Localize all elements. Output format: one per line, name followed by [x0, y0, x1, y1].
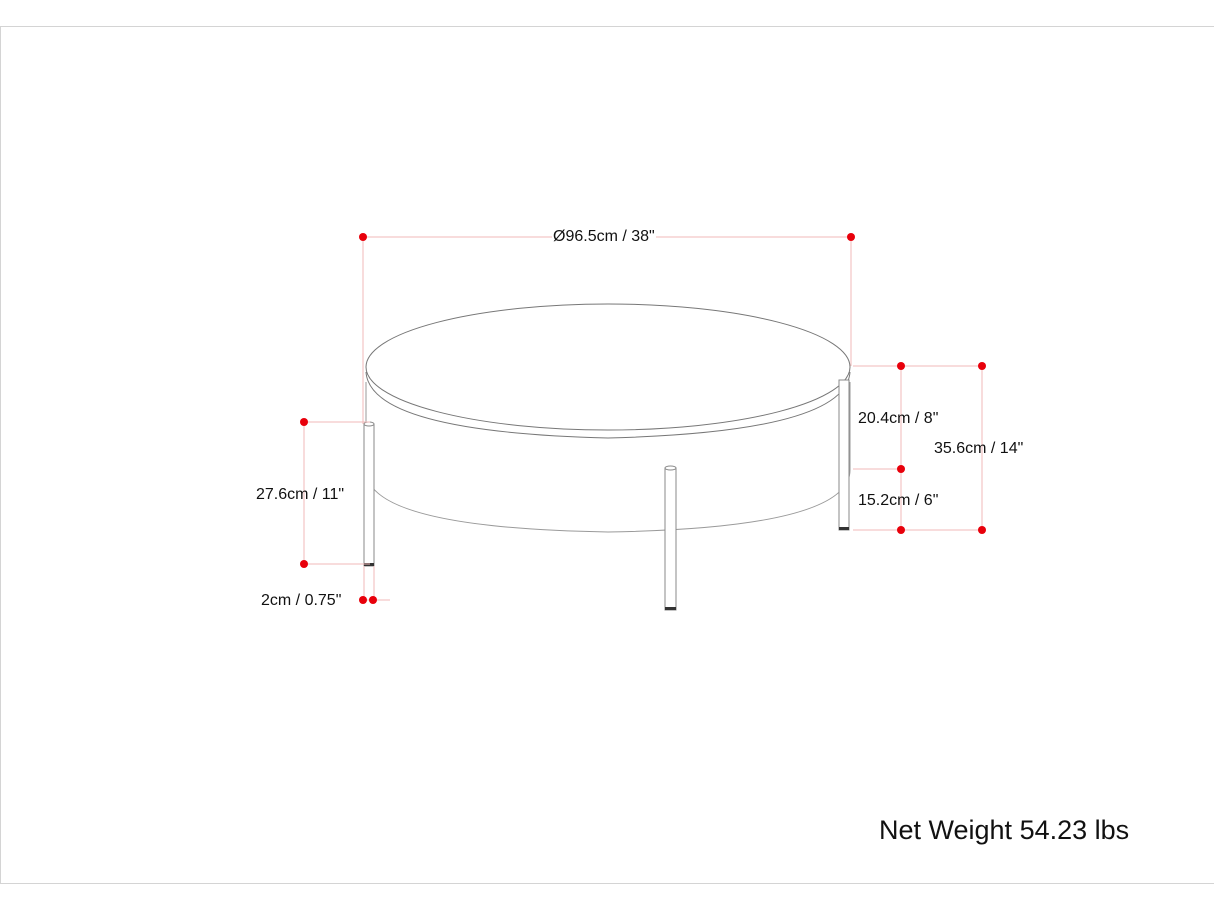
- dimension-points: [300, 233, 986, 604]
- leg-front-center: [664, 467, 677, 611]
- leg-back-left: [363, 423, 375, 567]
- leg-height-label: 27.6cm / 11": [256, 486, 345, 503]
- leg-clearance-label: 15.2cm / 6": [858, 492, 939, 509]
- table-outline: [365, 303, 851, 533]
- leg-right: [838, 379, 850, 531]
- drawer-height-label: 20.4cm / 8": [858, 410, 939, 427]
- leg-width-label: 2cm / 0.75": [261, 592, 342, 609]
- table-legs: [363, 379, 850, 611]
- diagram-frame: [0, 26, 1214, 884]
- diameter-label: Ø96.5cm / 38": [552, 228, 656, 245]
- total-height-label: 35.6cm / 14": [934, 440, 1024, 457]
- net-weight-label: Net Weight 54.23 lbs: [879, 815, 1130, 845]
